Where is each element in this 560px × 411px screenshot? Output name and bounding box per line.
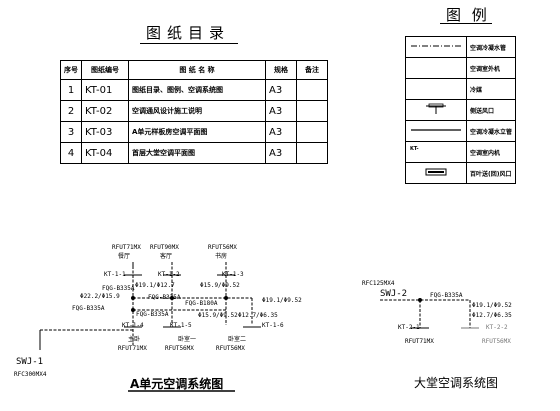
directory-title: 图纸目录	[146, 24, 231, 42]
indoor-unit-code: KT-1-4	[122, 322, 144, 329]
unit-model-label: RFUT56MX	[216, 345, 245, 352]
condensate-riser-symbol	[405, 120, 467, 142]
pipe-size-label: Φ12.7/Φ6.35	[472, 312, 512, 319]
indoor-unit-code: KT-1-5	[170, 322, 192, 329]
branch-joint-label: FQG-B335A	[136, 311, 169, 318]
pipe-size-label: Φ19.1/Φ9.52	[472, 302, 512, 309]
pipe-size-label: Φ19.1/Φ9.52	[262, 297, 302, 304]
legend-item: KT- 空调室内机	[405, 141, 517, 163]
unit-model-label: RFUT56MX	[482, 338, 511, 345]
branch-joint-label: FQG-B335A	[148, 294, 181, 301]
legend-item: 空调室外机	[405, 57, 517, 79]
branch-joint-label: FQG-B180A	[185, 300, 218, 307]
legend-item-label: 空调室内机	[465, 141, 517, 163]
indoor-unit-code: KT-2-2	[486, 324, 508, 331]
pipe-size-label: Φ12.7/Φ6.35	[238, 312, 278, 319]
unit-room-label: 客厅	[160, 253, 173, 260]
system-code-label: SWJ-1	[16, 357, 44, 367]
unit-model-label: RFUT90MX	[150, 244, 179, 251]
louver-vent-symbol	[405, 162, 467, 184]
pipe-size-label: Φ15.9/Φ9.52	[198, 312, 238, 319]
indoor-unit-code: KT-1-1	[104, 271, 126, 278]
legend-table: 空调冷凝水管 空调室外机 冷媒 侧送风口 空调冷凝水立管 KT- 空调室内机 百…	[405, 36, 517, 184]
unit-room-label: 餐厅	[118, 253, 131, 260]
unit-model-label: RFUT71MX	[118, 345, 147, 352]
legend-title: 图 例	[446, 6, 490, 24]
system-lobby-title: 大堂空调系统图	[414, 376, 499, 390]
pipe-size-label: Φ15.9/Φ9.52	[200, 282, 240, 289]
legend-item: 空调冷凝水立管	[405, 120, 517, 142]
unit-room-label: 书房	[215, 253, 228, 260]
unit-model-label: RFUT71MX	[112, 244, 141, 251]
indoor-unit-code: KT-2-1	[398, 324, 420, 331]
indoor-unit-code: KT-1-3	[222, 271, 244, 278]
system-model-label: RFC300MX4	[14, 371, 47, 378]
table-row: 2 KT-02 空调通风设计施工说明 A3	[60, 100, 328, 122]
branch-joint-label: FQG-B335A	[430, 292, 463, 299]
legend-item: 百叶送(回)风口	[405, 162, 517, 184]
legend-item: 侧送风口	[405, 99, 517, 121]
system-a-title: A单元空调系统图	[130, 377, 224, 391]
unit-room-label: 主卧	[128, 336, 141, 343]
legend-title-underline	[440, 23, 492, 24]
legend-item-label: 空调室外机	[465, 57, 517, 79]
table-row: 3 KT-03 A单元样板房空调平面图 A3	[60, 121, 328, 143]
unit-model-label: RFUT56MX	[165, 345, 194, 352]
branch-joint-label: FQG-B335A	[102, 285, 135, 292]
unit-model-label: RFUT56MX	[208, 244, 237, 251]
unit-model-label: RFUT71MX	[405, 338, 434, 345]
row-note	[296, 142, 328, 164]
unit-room-label: 卧室一	[178, 336, 197, 343]
pipe-size-label: Φ19.1/Φ12.7	[135, 282, 175, 289]
branch-joint-label: FQG-B335A	[72, 305, 105, 312]
directory-header-row: 序号 图纸编号 图 纸 名 称 规格 备注	[60, 60, 328, 80]
table-row: 4 KT-04 首层大堂空调平面图 A3	[60, 142, 328, 164]
directory-title-underline	[140, 43, 238, 44]
indoor-unit-symbol-text: KT-	[410, 146, 419, 152]
indoor-unit-code: KT-1-2	[158, 271, 180, 278]
row-code: KT-04	[81, 142, 129, 164]
system-model-label: RFC125MX4	[362, 280, 395, 287]
unit-room-label: 卧室二	[228, 336, 247, 343]
system-code-label: SWJ-2	[380, 289, 408, 299]
legend-item-label: 百叶送(回)风口	[465, 162, 517, 184]
drawing-directory-table: 序号 图纸编号 图 纸 名 称 规格 备注 1 KT-01 图纸目录、图例、空调…	[60, 60, 328, 164]
pipe-size-label: Φ22.2/Φ15.9	[80, 293, 120, 300]
indoor-unit-code: KT-1-6	[262, 322, 284, 329]
